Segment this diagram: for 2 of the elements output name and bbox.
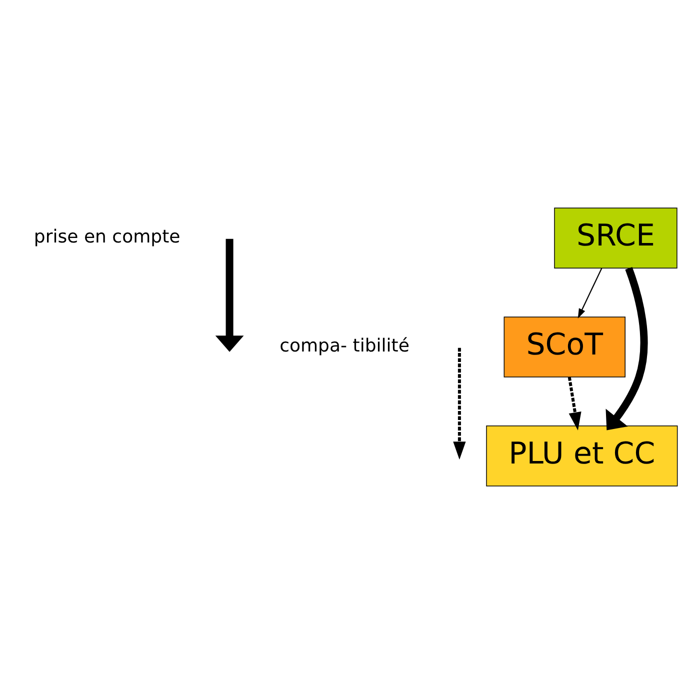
legend-label: prise en compte bbox=[34, 226, 180, 248]
legend-label: compa- tibilité bbox=[280, 335, 410, 356]
